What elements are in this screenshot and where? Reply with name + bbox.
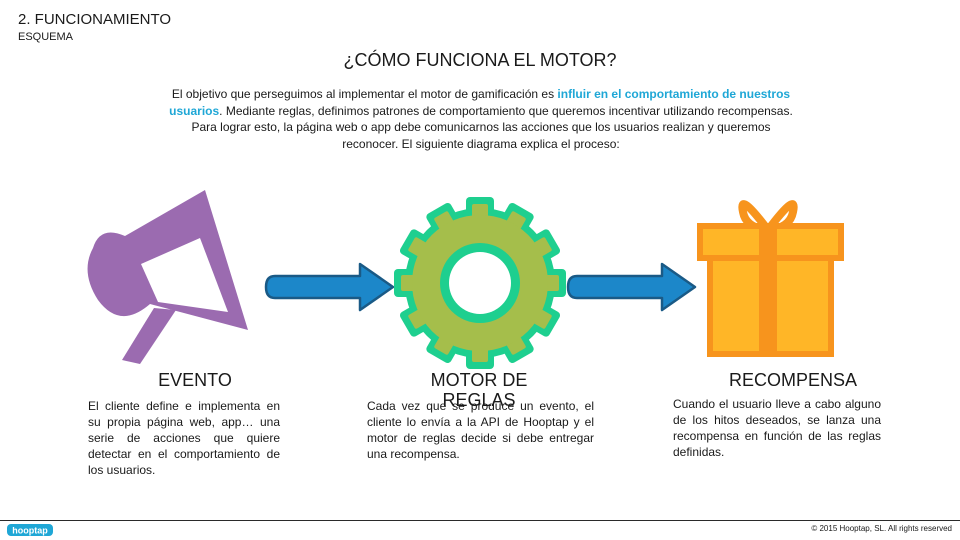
arrow-right-icon <box>264 262 395 312</box>
intro-paragraph: El objetivo que perseguimos al implement… <box>168 86 794 152</box>
column-text-evento: El cliente define e implementa en su pro… <box>88 399 280 477</box>
column-title-recompensa: RECOMPENSA <box>728 370 858 390</box>
svg-text:hooptap: hooptap <box>12 526 48 536</box>
page-title: ¿CÓMO FUNCIONA EL MOTOR? <box>343 50 617 70</box>
intro-highlight: influir en el comportamiento de nuestros… <box>169 87 791 118</box>
footer-divider <box>0 520 960 521</box>
section-subtitle: ESQUEMA <box>18 31 74 43</box>
intro-text-start: El objetivo que perseguimos al implement… <box>171 87 558 101</box>
section-title: 2. FUNCIONAMIENTO <box>18 11 172 28</box>
column-title-motor: MOTOR DE REGLAS <box>430 370 528 410</box>
hooptap-logo: hooptap <box>7 524 53 536</box>
gear-icon <box>394 197 566 369</box>
megaphone-icon <box>87 190 248 364</box>
column-text-recompensa: Cuando el usuario lleve a cabo alguno de… <box>673 397 881 459</box>
column-text-motor: Cada vez que se produce un evento, el cl… <box>367 399 594 461</box>
column-title-evento: EVENTO <box>158 370 232 390</box>
intro-text-end: . Mediante reglas, definimos patrones de… <box>191 103 793 151</box>
copyright-text: © 2015 Hooptap, SL. All rights reserved <box>811 524 952 533</box>
arrow-right-icon <box>566 262 697 312</box>
gift-icon <box>697 200 844 357</box>
